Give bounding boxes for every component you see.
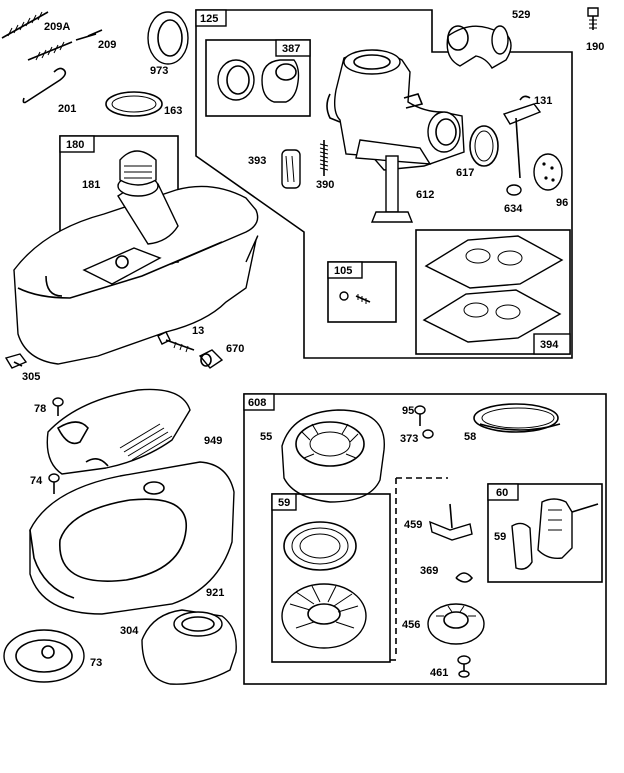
label-58: 58: [464, 431, 476, 443]
spacer-670: [198, 349, 224, 369]
label-394: 394: [540, 339, 559, 351]
label-59: 59: [278, 497, 290, 509]
guard-304: [141, 609, 237, 685]
label-13: 13: [192, 325, 204, 337]
spring-209: [27, 33, 97, 61]
label-373: 373: [400, 433, 418, 445]
lever-131: [502, 95, 542, 179]
label-617: 617: [456, 167, 474, 179]
label-78: 78: [34, 403, 46, 415]
blower-housing-921: [29, 461, 235, 615]
carburetor-body: [326, 49, 465, 223]
rope-58: [473, 403, 561, 433]
box-608: [243, 393, 607, 685]
box-60: [487, 483, 603, 583]
spring-390: [319, 140, 329, 176]
starter-housing-55: [281, 409, 385, 503]
box-394: [415, 229, 571, 355]
label-456: 456: [402, 619, 420, 631]
label-304: 304: [120, 625, 139, 637]
label-95: 95: [402, 405, 414, 417]
box-105: [327, 261, 397, 323]
label-59b: 59: [494, 531, 506, 543]
label-201: 201: [58, 103, 76, 115]
pulley-456: [427, 603, 485, 645]
seal-973: [147, 11, 189, 65]
dog-459: [429, 503, 473, 541]
label-74: 74: [30, 475, 43, 487]
label-73: 73: [90, 657, 102, 669]
screw-461: [457, 655, 471, 678]
label-55: 55: [260, 431, 272, 443]
label-461: 461: [430, 667, 448, 679]
gasket-163: [105, 91, 163, 117]
label-608: 608: [248, 397, 266, 409]
fuel-tank: [13, 150, 259, 365]
label-973: 973: [150, 65, 168, 77]
screw-190: [587, 7, 599, 30]
label-60: 60: [496, 487, 508, 499]
label-209: 209: [98, 39, 116, 51]
label-180: 180: [66, 139, 84, 151]
label-305: 305: [22, 371, 40, 383]
label-105: 105: [334, 265, 352, 277]
washer-634: [506, 184, 522, 196]
screw-95: [414, 405, 426, 426]
label-369: 369: [420, 565, 438, 577]
box-125: [195, 9, 573, 359]
label-96: 96: [556, 197, 568, 209]
label-921: 921: [206, 587, 224, 599]
box-59: [271, 493, 391, 663]
label-612: 612: [416, 189, 434, 201]
screw-305: [4, 353, 28, 369]
nut-373: [422, 429, 434, 439]
label-190: 190: [586, 41, 604, 53]
label-209a: 209A: [44, 21, 70, 33]
cover-949: [46, 388, 191, 475]
label-163: 163: [164, 105, 182, 117]
oring-617: [469, 125, 499, 167]
bolt-13: [157, 331, 195, 353]
label-670: 670: [226, 343, 244, 355]
label-634: 634: [504, 203, 523, 215]
label-131: 131: [534, 95, 552, 107]
label-393: 393: [248, 155, 266, 167]
label-529: 529: [512, 9, 530, 21]
clip-369: [455, 572, 474, 583]
plate-96: [533, 153, 563, 191]
label-949: 949: [204, 435, 222, 447]
dashed-bracket: [390, 477, 448, 661]
screw-78: [52, 397, 64, 416]
elbow-529: [446, 25, 512, 69]
pin-393: [281, 149, 301, 189]
label-459: 459: [404, 519, 422, 531]
label-387: 387: [282, 43, 300, 55]
screw-74: [48, 473, 60, 494]
label-125: 125: [200, 13, 218, 25]
link-201: [22, 67, 67, 104]
cover-73: [3, 629, 85, 683]
label-390: 390: [316, 179, 334, 191]
box-387: [205, 39, 311, 117]
label-181: 181: [82, 179, 100, 191]
